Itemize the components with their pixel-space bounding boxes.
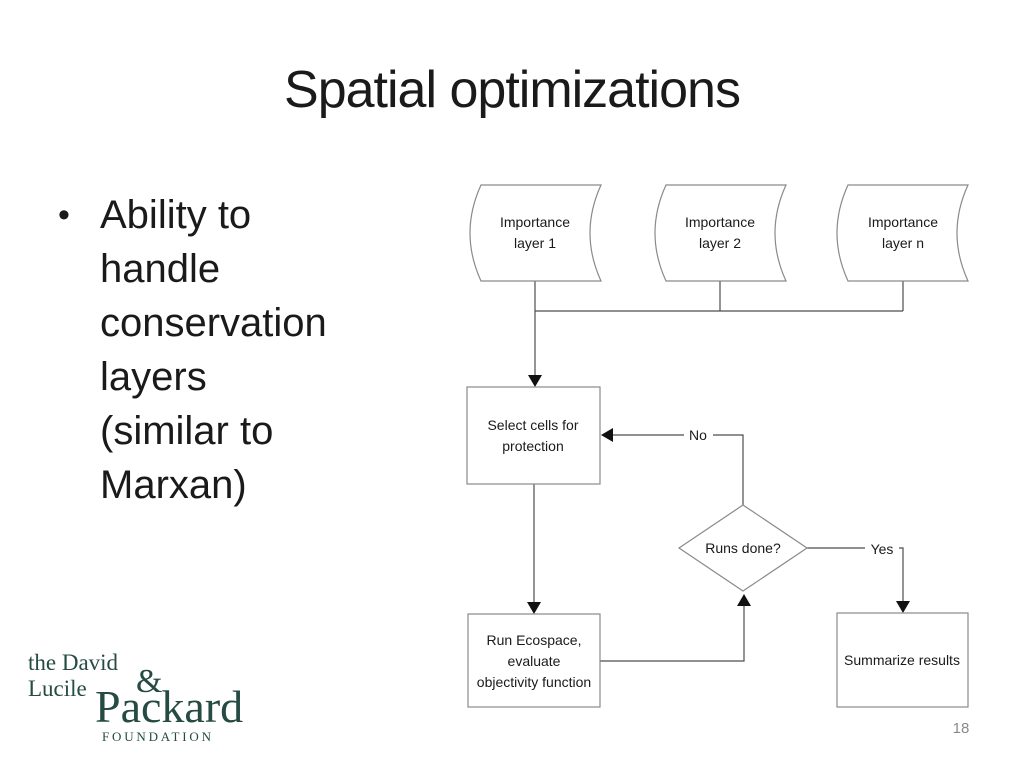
bullet-line: conservation: [100, 301, 327, 345]
bullet-text: Ability to handle conservation layers (s…: [100, 188, 388, 512]
node-select-cells: Select cells for protection: [466, 386, 601, 485]
node-label: Importance: [500, 214, 570, 230]
node-importance-layer-2: Importance layer 2: [654, 184, 787, 282]
node-label: Run Ecospace,: [487, 632, 582, 648]
process-box: [836, 612, 969, 708]
process-box: [467, 613, 601, 708]
connector-decision-no: [613, 434, 744, 505]
bullet-list: • Ability to handle conservation layers …: [58, 188, 388, 512]
logo-text-foundation: FOUNDATION: [102, 729, 214, 744]
flowchart-connectors: [527, 281, 910, 662]
arrowhead-up-icon: [737, 594, 751, 606]
connector-decision-yes: [807, 547, 904, 601]
stored-data-shape: [836, 184, 969, 282]
slide-title: Spatial optimizations: [284, 61, 741, 119]
arrowhead-down-icon: [528, 375, 542, 387]
node-label: layer 1: [514, 235, 556, 251]
logo-text-the-david: the David: [28, 650, 119, 675]
node-label: layer n: [882, 235, 924, 251]
node-label: Runs done?: [705, 540, 781, 556]
label-background: [865, 540, 899, 558]
node-label: layer 2: [699, 235, 741, 251]
edge-label-yes: Yes: [865, 540, 899, 558]
node-label: Importance: [685, 214, 755, 230]
node-label: evaluate: [508, 653, 561, 669]
node-label: objectivity function: [477, 674, 591, 690]
bullet-line: handle: [100, 247, 221, 291]
arrowhead-down-icon: [527, 602, 541, 614]
edge-label-text: No: [689, 427, 707, 443]
edge-label-text: Yes: [871, 541, 894, 557]
stored-data-shape: [469, 184, 602, 282]
decision-diamond: [677, 504, 809, 592]
node-label: protection: [502, 438, 563, 454]
label-background: [684, 426, 713, 444]
logo-text-packard: Packard: [95, 681, 244, 732]
edge-label-no: No: [684, 426, 713, 444]
bullet-marker: •: [58, 196, 70, 234]
node-label: Summarize results: [844, 652, 960, 668]
bullet-line: (similar to: [100, 409, 274, 453]
node-summarize-results: Summarize results: [836, 612, 969, 708]
connector-run-to-decision: [600, 606, 745, 662]
node-runs-done-decision: Runs done?: [677, 504, 809, 592]
node-run-ecospace: Run Ecospace, evaluate objectivity funct…: [467, 613, 601, 708]
bullet-line: layers: [100, 355, 207, 399]
arrowhead-down-icon: [896, 601, 910, 613]
logo-text-lucile: Lucile: [28, 676, 87, 701]
node-importance-layer-n: Importance layer n: [836, 184, 969, 282]
node-label: Select cells for: [487, 417, 578, 433]
packard-foundation-logo: the David Lucile & Packard FOUNDATION: [0, 640, 300, 760]
page-number: 18: [952, 720, 970, 737]
bullet-line: Marxan): [100, 463, 247, 507]
process-box: [466, 386, 601, 485]
node-importance-layer-1: Importance layer 1: [469, 184, 602, 282]
bullet-line: Ability to: [100, 193, 252, 237]
logo-ampersand: &: [136, 663, 163, 700]
stored-data-shape: [654, 184, 787, 282]
node-label: Importance: [868, 214, 938, 230]
arrowhead-left-icon: [601, 428, 613, 442]
